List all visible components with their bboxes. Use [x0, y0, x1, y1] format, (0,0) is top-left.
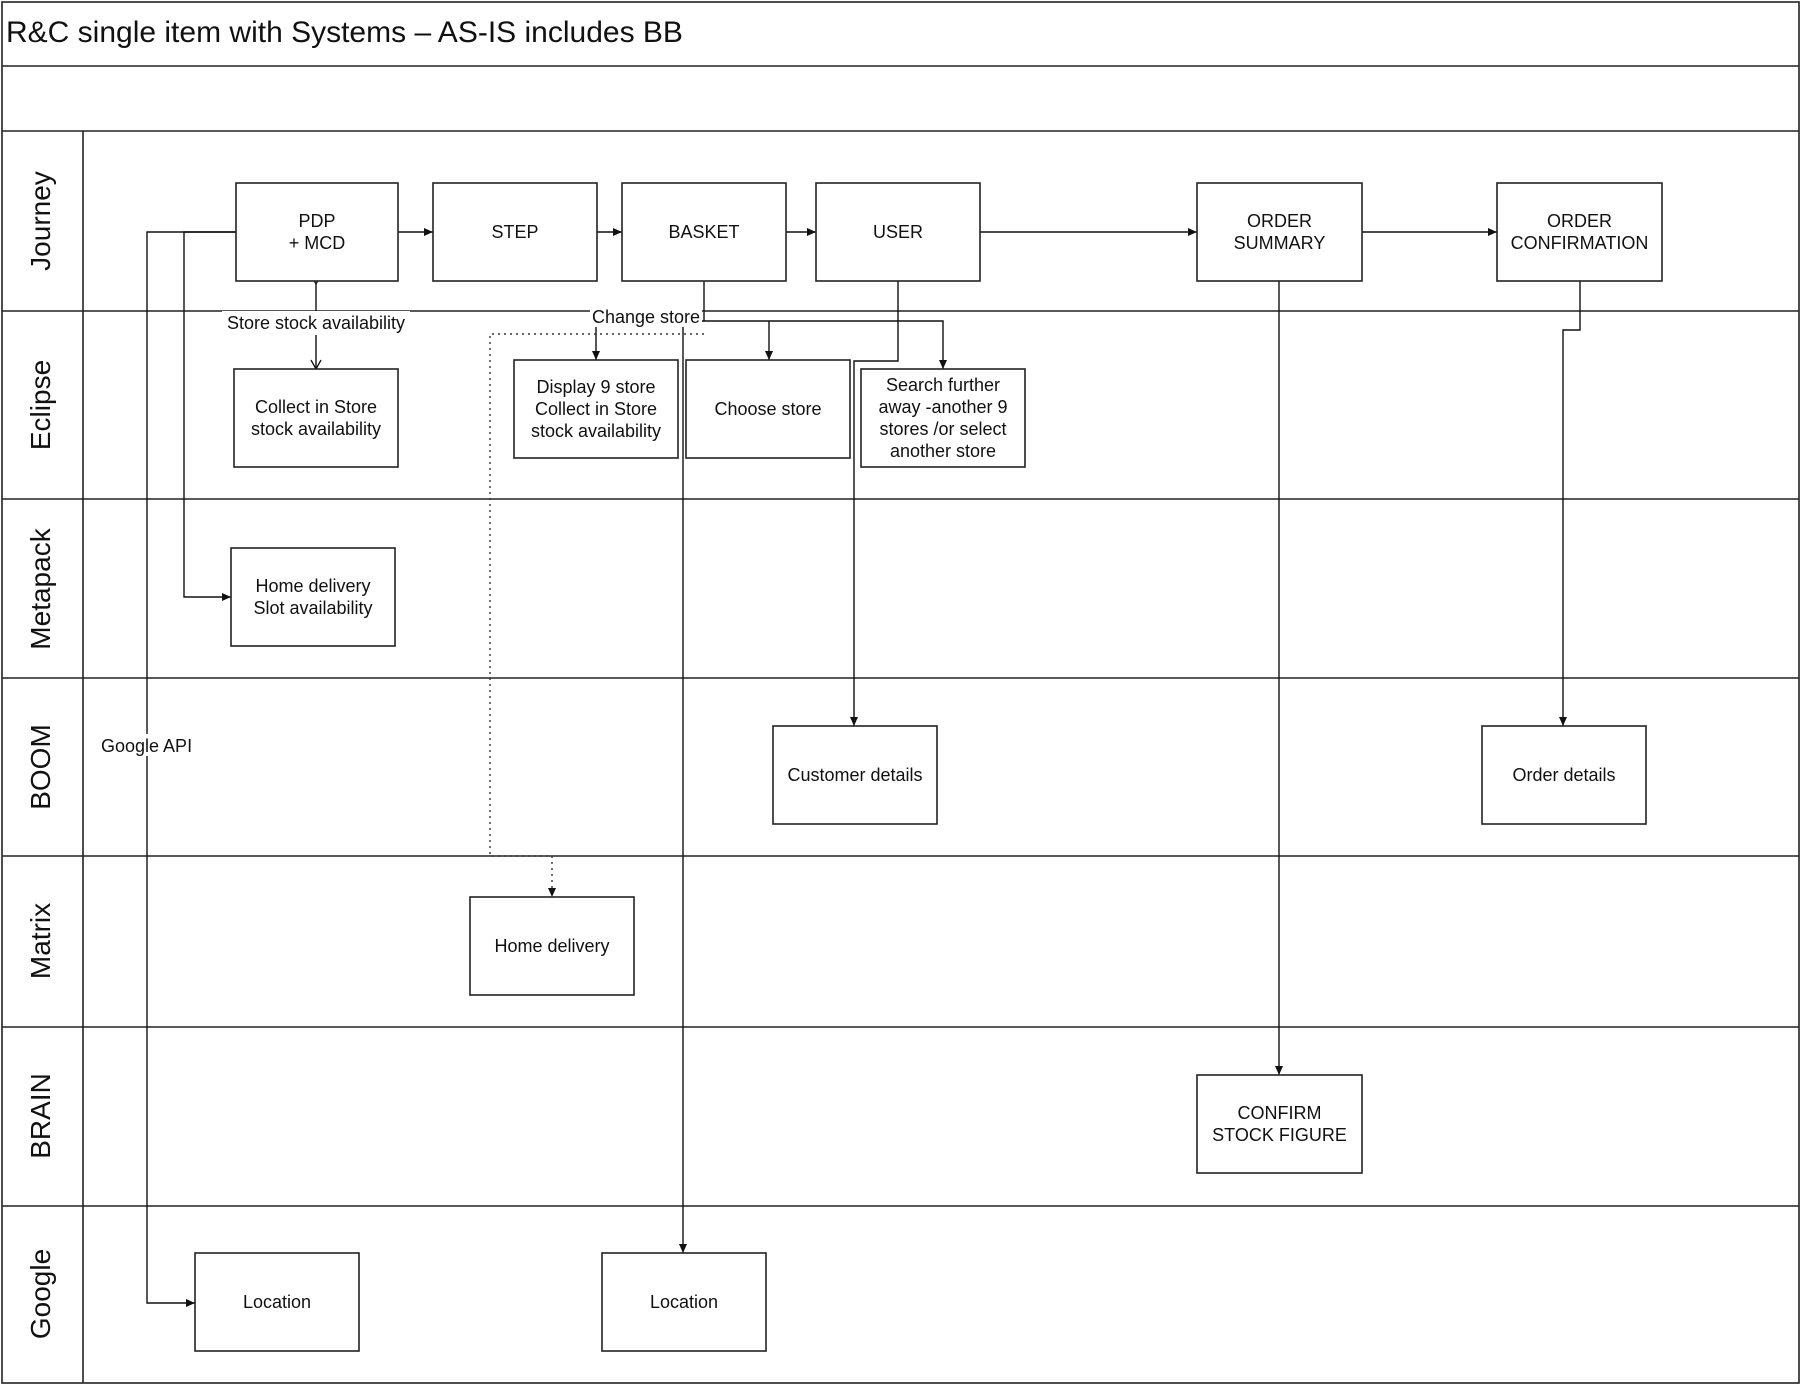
node-text: Display 9 store — [536, 377, 655, 397]
node-home-delivery-matrix: Home delivery — [469, 896, 635, 996]
node-text: BASKET — [668, 222, 739, 242]
arrow-pdp-to-location — [146, 231, 236, 1307]
node-box — [513, 359, 679, 459]
node-box — [1496, 182, 1663, 282]
basket-change-store-bus — [703, 281, 897, 322]
node-step: STEP — [432, 182, 598, 282]
lane-label-matrix: Matrix — [25, 903, 56, 979]
lane-label-brain: BRAIN — [25, 1073, 56, 1159]
node-text: Choose store — [714, 399, 821, 419]
node-box — [860, 368, 1026, 468]
node-text: Location — [650, 1292, 718, 1312]
node-text: ORDER — [1247, 211, 1312, 231]
node-order-details: Order details — [1481, 725, 1647, 825]
node-text: USER — [873, 222, 923, 242]
diagram-title: R&C single item with Systems – AS-IS inc… — [6, 16, 683, 49]
node-box — [194, 1252, 360, 1352]
arrow-basket-to-location — [679, 320, 704, 1253]
lane-label-boom: BOOM — [25, 724, 56, 810]
node-text: Location — [243, 1292, 311, 1312]
node-text: stores /or select — [879, 419, 1006, 439]
lane-label-metapack: Metapack — [25, 527, 56, 649]
node-box — [1196, 182, 1363, 282]
node-box — [469, 896, 635, 996]
node-box — [235, 182, 399, 282]
node-location-2: Location — [601, 1252, 767, 1352]
node-box — [685, 359, 851, 459]
node-text: ORDER — [1547, 211, 1612, 231]
node-text: away -another 9 — [878, 397, 1007, 417]
google-api-label: Google API — [101, 736, 192, 756]
node-box — [815, 182, 981, 282]
arrow-user-to-customer-details — [850, 281, 899, 726]
store-stock-availability-label: Store stock availability — [227, 313, 405, 333]
node-text: Customer details — [787, 765, 922, 785]
node-text: Home delivery — [494, 936, 609, 956]
node-user: USER — [815, 182, 981, 282]
node-box — [1196, 1074, 1363, 1174]
arrow-pdp-to-home-delivery-slot — [183, 231, 236, 601]
node-basket: BASKET — [621, 182, 787, 282]
lane-label-eclipse: Eclipse — [25, 360, 56, 450]
node-text: Collect in Store — [535, 399, 657, 419]
node-text: stock availability — [531, 421, 661, 441]
node-text: + MCD — [289, 233, 346, 253]
node-text: Slot availability — [253, 598, 372, 618]
node-box — [432, 182, 598, 282]
node-text: PDP — [298, 211, 335, 231]
node-box — [1481, 725, 1647, 825]
node-text: another store — [890, 441, 996, 461]
node-text: Collect in Store — [255, 397, 377, 417]
node-pdp: PDP+ MCD — [235, 182, 399, 282]
node-box — [621, 182, 787, 282]
node-text: stock availability — [251, 419, 381, 439]
google-api-label-bg — [96, 734, 196, 756]
node-box — [233, 368, 399, 468]
arrow-to-search-further — [897, 320, 947, 369]
node-box — [230, 547, 396, 647]
change-store-label: Change store — [592, 307, 700, 327]
node-customer-details: Customer details — [772, 725, 938, 825]
arrow-order-confirmation-to-order-details — [1559, 281, 1581, 726]
arrow-basket-to-home-delivery-dotted — [489, 333, 704, 897]
node-text: STEP — [491, 222, 538, 242]
node-text: Search further — [886, 375, 1000, 395]
node-text: SUMMARY — [1234, 233, 1326, 253]
lane-label-google: Google — [25, 1249, 56, 1339]
node-choose-store: Choose store — [685, 359, 851, 459]
node-location-1: Location — [194, 1252, 360, 1352]
node-text: Order details — [1512, 765, 1615, 785]
node-text: CONFIRM — [1238, 1103, 1322, 1123]
store-stock-label-bg — [222, 311, 410, 335]
node-text: Home delivery — [255, 576, 370, 596]
lane-label-journey: Journey — [25, 171, 56, 271]
node-box — [601, 1252, 767, 1352]
node-text: STOCK FIGURE — [1212, 1125, 1347, 1145]
node-text: CONFIRMATION — [1511, 233, 1649, 253]
change-store-label-bg — [590, 305, 702, 327]
node-box — [772, 725, 938, 825]
